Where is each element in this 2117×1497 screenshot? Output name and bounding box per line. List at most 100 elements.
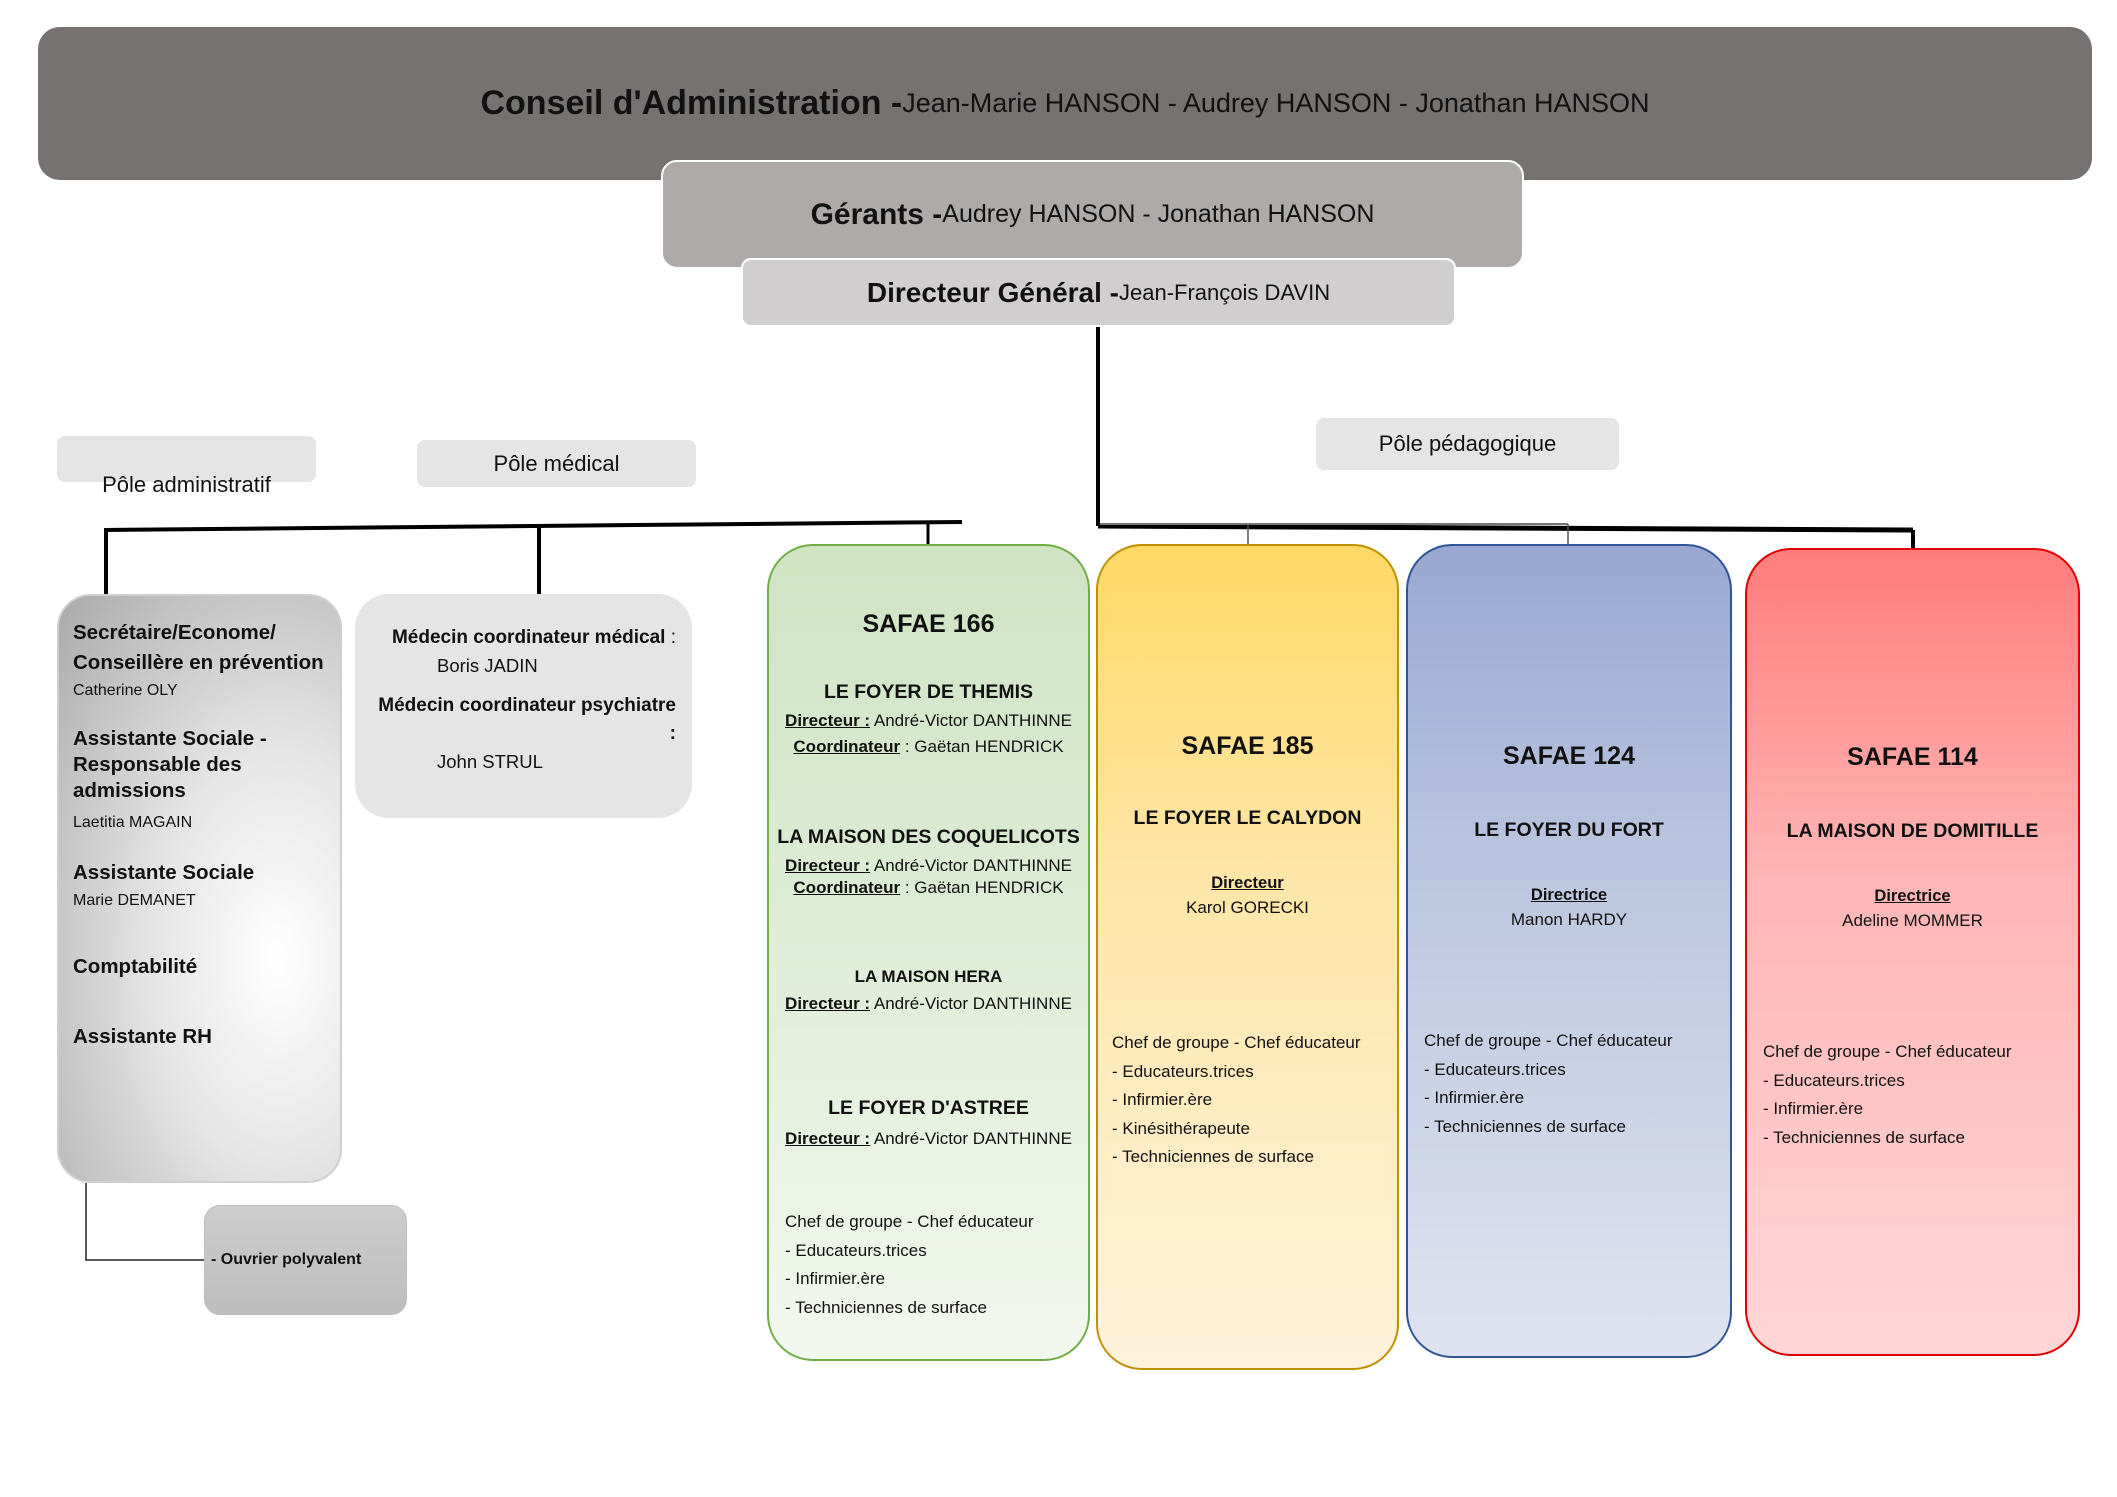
managers-label: Gérants -	[810, 197, 943, 231]
pole-pedagogical: Pôle pédagogique	[1316, 418, 1619, 470]
staff-item: - Infirmier.ère	[785, 1269, 886, 1288]
role-person: Laetitia MAGAIN	[73, 814, 193, 831]
home-director: Directeur : André-Victor DANTHINNE	[769, 855, 1088, 877]
admin-role: Assistante Sociale - Responsable des adm…	[73, 726, 328, 834]
home-coordinator: Coordinateur : Gaëtan HENDRICK	[769, 877, 1088, 899]
staff-item: Chef de groupe - Chef éducateur	[1763, 1042, 2012, 1061]
safae-title: SAFAE 166	[862, 610, 995, 638]
safae-185-card: SAFAE 185 LE FOYER LE CALYDON Directeur …	[1096, 544, 1399, 1370]
staff-item: - Infirmier.ère	[1763, 1099, 1864, 1118]
home-director: Directeur : André-Victor DANTHINNE	[769, 1128, 1088, 1150]
safae-124-card: SAFAE 124 LE FOYER DU FORT Directrice Ma…	[1406, 544, 1732, 1358]
coordinator-name: : Gaëtan HENDRICK	[900, 878, 1064, 897]
staff-item: - Educateurs.trices	[1763, 1070, 1905, 1090]
general-director-box: Directeur Général - Jean-François DAVIN	[741, 258, 1456, 327]
medical-role-title: Médecin coordinateur médical :	[367, 624, 680, 652]
home-coordinator: Coordinateur : Gaëtan HENDRICK	[769, 736, 1088, 758]
staff-list: Chef de groupe - Chef éducateur - Educat…	[769, 1208, 1088, 1322]
role-title: Assistante Sociale	[73, 861, 255, 884]
home-name: LE FOYER DU FORT	[1474, 819, 1664, 841]
medical-role-person: John STRUL	[437, 751, 543, 772]
director-name: André-Victor DANTHINNE	[870, 994, 1072, 1013]
staff-item: - Educateurs.trices	[1112, 1061, 1254, 1081]
director-label: Directrice	[1874, 887, 1951, 905]
safae-title: SAFAE 124	[1502, 742, 1635, 770]
home-name: LA MAISON DE DOMITILLE	[1786, 820, 2039, 842]
role-title: Secrétaire/Econome/	[73, 621, 276, 644]
director-name: André-Victor DANTHINNE	[870, 711, 1072, 730]
staff-item: - Techniciennes de surface	[1763, 1127, 1965, 1147]
managers-names: Audrey HANSON - Jonathan HANSON	[942, 200, 1375, 228]
home-name: LE FOYER DE THEMIS	[823, 681, 1034, 703]
role-title: Conseillère en prévention	[73, 651, 324, 674]
ouvrier-label: - Ouvrier polyvalent	[211, 1251, 362, 1268]
connector-ouvrier	[85, 1183, 206, 1261]
staff-list: Chef de groupe - Chef éducateur - Educat…	[1747, 1038, 2078, 1152]
staff-item: Chef de groupe - Chef éducateur	[785, 1212, 1034, 1231]
staff-item: - Infirmier.ère	[1112, 1090, 1213, 1109]
staff-item: - Educateurs.trices	[785, 1240, 927, 1260]
home-name: LA MAISON DES COQUELICOTS	[777, 826, 1080, 848]
home-director: Directeur : André-Victor DANTHINNE	[769, 993, 1088, 1015]
director-name: Adeline MOMMER	[1842, 911, 1983, 930]
ouvrier-box: - Ouvrier polyvalent	[204, 1205, 407, 1315]
director-label: Directeur :	[785, 1129, 871, 1148]
safae-title: SAFAE 185	[1181, 732, 1314, 760]
pole-administrative-label: Pôle administratif	[102, 472, 271, 497]
safae-166-card: SAFAE 166 LE FOYER DE THEMIS Directeur :…	[767, 544, 1090, 1361]
staff-item: - Techniciennes de surface	[1112, 1147, 1314, 1166]
staff-list: Chef de groupe - Chef éducateur - Educat…	[1408, 1027, 1730, 1141]
home-director: Directeur : André-Victor DANTHINNE	[769, 710, 1088, 732]
medical-staff-box: Médecin coordinateur médical : Boris JAD…	[355, 594, 692, 818]
pole-pedagogical-label: Pôle pédagogique	[1378, 431, 1557, 456]
admin-staff-box: Secrétaire/Econome/ Conseillère en préve…	[57, 594, 342, 1183]
staff-list: Chef de groupe - Chef éducateur - Educat…	[1098, 1029, 1397, 1172]
director-label: Directrice	[1530, 886, 1608, 904]
pole-medical: Pôle médical	[417, 440, 696, 487]
director-name: Karol GORECKI	[1186, 898, 1309, 917]
connector-horizontal-left	[103, 520, 963, 532]
admin-role: Assistante Sociale Marie DEMANET	[73, 858, 328, 912]
role-title: Responsable des	[73, 753, 242, 776]
staff-item: Chef de groupe - Chef éducateur	[1112, 1033, 1361, 1052]
role-person: Catherine OLY	[73, 682, 178, 699]
home-name: LE FOYER D'ASTREE	[828, 1097, 1029, 1119]
colon: :	[665, 627, 676, 648]
general-director-label: Directeur Général -	[866, 276, 1119, 308]
role-title: Comptabilité	[73, 955, 198, 978]
director-name: André-Victor DANTHINNE	[870, 856, 1072, 875]
staff-item: - Educateurs.trices	[1424, 1059, 1566, 1079]
role-title: Médecin coordinateur médical	[391, 627, 666, 648]
safae-title: SAFAE 114	[1847, 743, 1978, 771]
director-label: Directeur :	[785, 994, 871, 1013]
role-title: admissions	[73, 779, 186, 802]
staff-item: Chef de groupe - Chef éducateur	[1424, 1031, 1673, 1050]
home-name: LE FOYER LE CALYDON	[1133, 807, 1362, 829]
medical-role-title: Médecin coordinateur psychiatre :	[367, 692, 680, 748]
role-title: Assistante Sociale -	[73, 727, 267, 750]
admin-role: Secrétaire/Econome/ Conseillère en préve…	[73, 618, 328, 702]
director-name: André-Victor DANTHINNE	[870, 1129, 1072, 1148]
director-label: Directeur :	[785, 711, 871, 730]
staff-item: - Techniciennes de surface	[785, 1297, 987, 1317]
colon: :	[669, 723, 676, 744]
pole-administrative: Pôle administratif	[57, 436, 316, 497]
board-label: Conseil d'Administration -	[480, 84, 903, 122]
connector-horizontal-right	[1097, 523, 1914, 533]
medical-role-person: Boris JADIN	[437, 655, 538, 676]
home-name: LA MAISON HERA	[854, 967, 1003, 986]
director-name: Manon HARDY	[1510, 910, 1628, 929]
coordinator-name: : Gaëtan HENDRICK	[900, 737, 1064, 756]
general-director-name: Jean-François DAVIN	[1119, 279, 1331, 305]
pole-medical-label: Pôle médical	[493, 450, 620, 476]
board-box: Conseil d'Administration - Jean-Marie HA…	[38, 27, 2092, 180]
coordinator-label: Coordinateur	[793, 737, 901, 756]
director-label: Directeur :	[785, 856, 871, 875]
director-label: Directeur	[1211, 874, 1284, 892]
managers-box: Gérants - Audrey HANSON - Jonathan HANSO…	[661, 160, 1524, 269]
role-person: Marie DEMANET	[73, 892, 196, 909]
staff-item: - Infirmier.ère	[1424, 1088, 1525, 1107]
coordinator-label: Coordinateur	[793, 878, 901, 897]
role-title: Médecin coordinateur psychiatre	[378, 695, 676, 716]
